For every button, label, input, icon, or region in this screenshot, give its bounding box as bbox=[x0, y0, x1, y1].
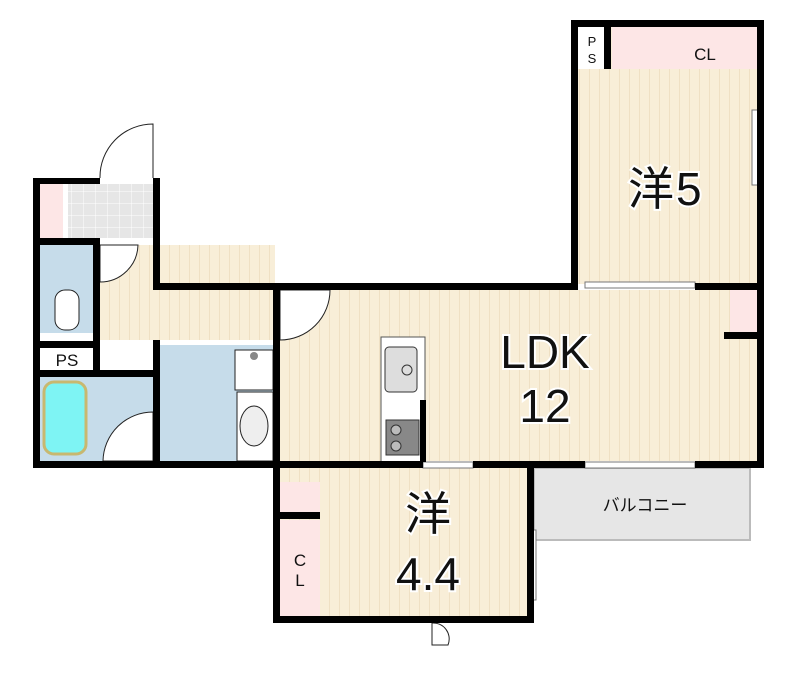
basin bbox=[239, 405, 269, 447]
walls bbox=[33, 20, 764, 623]
closet-bedroom-4-4-upper bbox=[280, 482, 320, 512]
fixtures bbox=[42, 289, 426, 463]
ldk-name: LDK bbox=[500, 326, 590, 378]
balcony bbox=[533, 467, 751, 541]
bedroom-4-4-door[interactable] bbox=[431, 622, 450, 646]
toilet bbox=[54, 289, 80, 331]
bedroom-4-4-size: 4.4 bbox=[396, 548, 460, 600]
ps-top-p: P bbox=[588, 34, 597, 49]
entrance-tile bbox=[68, 184, 153, 238]
ldk-size: 12 bbox=[519, 380, 570, 432]
ldk-door[interactable] bbox=[279, 289, 331, 341]
bedroom-5-kanji: 洋 bbox=[628, 163, 674, 215]
closet-bedroom-4-4 bbox=[280, 520, 320, 616]
bath-door[interactable] bbox=[102, 411, 154, 462]
closet-left-l: L bbox=[295, 571, 304, 590]
ps-left-label: PS bbox=[56, 351, 79, 370]
bedroom-4-4-floor bbox=[280, 468, 527, 616]
ldk-floor bbox=[280, 290, 757, 461]
closet-left-c: C bbox=[294, 551, 306, 570]
faucet bbox=[401, 364, 413, 376]
balcony-label: バルコニー bbox=[603, 496, 688, 515]
bedroom-4-4-kanji: 洋 bbox=[405, 488, 451, 540]
bedroom-5-floor bbox=[578, 27, 757, 284]
window bbox=[584, 281, 696, 289]
floors bbox=[40, 27, 757, 616]
window bbox=[422, 461, 474, 469]
ps-bedroom-5 bbox=[578, 27, 608, 69]
entrance-door[interactable] bbox=[99, 123, 154, 179]
ps-left bbox=[40, 348, 93, 370]
shoe-closet bbox=[40, 184, 63, 238]
labels: 洋 5 LDK 12 洋 4.4 バルコニー CL P S PS C L bbox=[56, 34, 716, 602]
bathtub bbox=[42, 380, 88, 456]
ps-top-s: S bbox=[588, 51, 597, 66]
closet-label: CL bbox=[694, 45, 716, 64]
ldk-closet bbox=[730, 290, 757, 332]
sink bbox=[384, 346, 418, 393]
burner bbox=[390, 440, 402, 452]
window bbox=[584, 461, 696, 469]
bedroom-5-size: 5 bbox=[676, 163, 702, 215]
drain-icon bbox=[250, 352, 258, 360]
stove bbox=[385, 419, 420, 456]
toilet-door[interactable] bbox=[99, 244, 139, 283]
doors bbox=[99, 123, 450, 646]
burner bbox=[390, 424, 402, 436]
closet-bedroom-5 bbox=[612, 27, 757, 69]
